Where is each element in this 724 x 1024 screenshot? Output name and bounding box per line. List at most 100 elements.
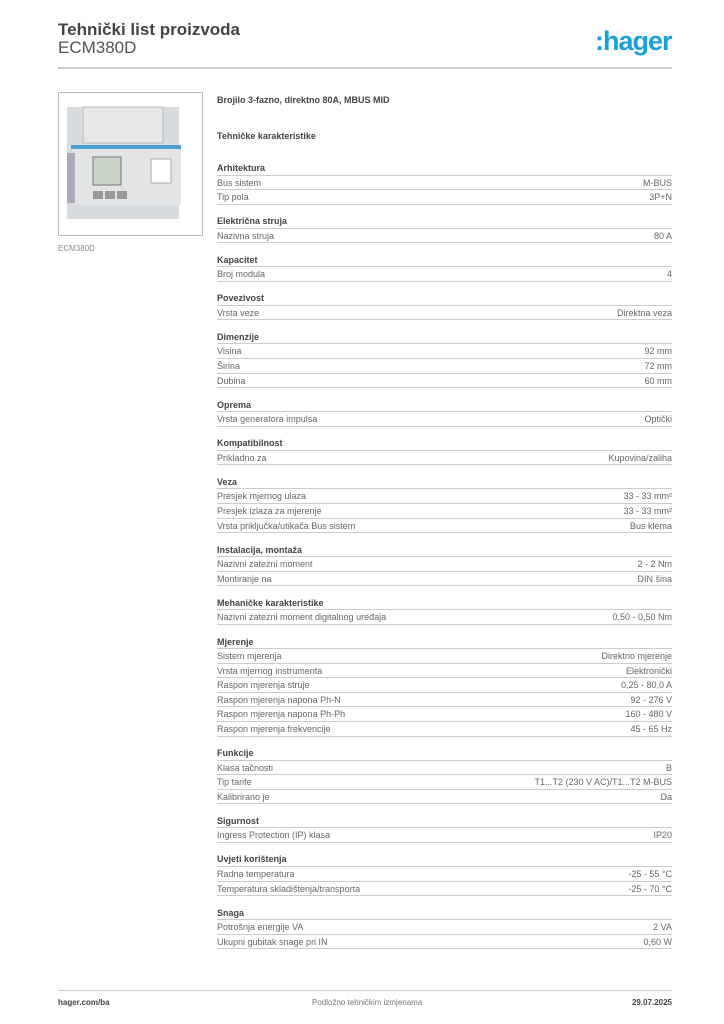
spec-value: 33 - 33 mm²	[623, 506, 672, 517]
spec-label: Presjek mjernog ulaza	[217, 491, 307, 502]
spec-row: Ukupni gubitak snage pri IN 0,60 W	[217, 935, 672, 950]
spec-value: IP20	[653, 830, 672, 841]
spec-label: Potrošnja energije VA	[217, 922, 304, 933]
spec-heading: Tehničke karakteristike	[217, 131, 316, 141]
spec-value: Da	[660, 791, 672, 802]
spec-content: Brojilo 3-fazno, direktno 80A, MBUS MID …	[217, 95, 672, 959]
spec-label: Radna temperatura	[217, 868, 295, 879]
spec-label: Dubina	[217, 375, 246, 386]
spec-label: Nazivni zatezni moment digitalnog uređaj…	[217, 612, 387, 623]
spec-value: 80 A	[653, 230, 672, 241]
spec-label: Ukupni gubitak snage pri IN	[217, 936, 328, 947]
section-title: Uvjeti korištenja	[217, 852, 672, 867]
spec-row: Ingress Protection (IP) klasa IP20	[217, 828, 672, 843]
spec-value: 3P+N	[649, 192, 672, 203]
spec-label: Ingress Protection (IP) klasa	[217, 830, 331, 841]
section-title: Dimenzije	[217, 330, 672, 345]
section-title: Funkcije	[217, 746, 672, 761]
spec-value: 92 - 276 V	[630, 694, 672, 705]
spec-row: Vrsta generatora impulsa Optički	[217, 412, 672, 427]
spec-value: 0,60 W	[643, 936, 672, 947]
spec-row: Radna temperatura -25 - 55 °C	[217, 867, 672, 882]
product-code: ECM380D	[58, 38, 137, 57]
footer-date: 29.07.2025	[631, 998, 672, 1007]
spec-value: M-BUS	[643, 177, 672, 188]
page-title: Tehnički list proizvoda	[58, 20, 240, 39]
spec-row: Temperatura skladištenja/transporta-25 -…	[217, 882, 672, 897]
spec-value: 60 mm	[644, 375, 672, 386]
spec-row: Raspon mjerenja napona Ph-N 92 - 276 V	[217, 693, 672, 708]
spec-value: Direktna veza	[616, 307, 672, 318]
spec-row: Presjek mjernog ulaza 33 - 33 mm²	[217, 489, 672, 505]
spec-row: Presjek izlaza za mjerenje 33 - 33 mm²	[217, 504, 672, 519]
section-title: Kompatibilnost	[217, 436, 672, 451]
hager-logo: :hager	[595, 26, 673, 56]
footer-note: Podložno tehničkim izmjenama	[312, 998, 423, 1007]
spec-label: Raspon mjerenja struje	[217, 680, 310, 691]
spec-row: Kalibrirano je Da	[217, 790, 672, 805]
spec-label: Broj modula	[217, 269, 266, 280]
spec-label: Bus sistem	[217, 177, 262, 188]
spec-label: Vrsta generatora impulsa	[217, 414, 318, 425]
spec-row: Nazivni zatezni moment 2 - 2 Nm	[217, 557, 672, 572]
spec-row: Sistem mjerenja Direktno mjerenje	[217, 649, 672, 664]
spec-label: Prikladno za	[217, 452, 267, 463]
spec-row: Vrsta priključka/utikača Bus sistem Bus k…	[217, 519, 672, 534]
spec-label: Visina	[217, 346, 242, 357]
spec-row: Tip pola 3P+N	[217, 190, 672, 205]
spec-value: 2 - 2 Nm	[637, 559, 672, 570]
product-description: Brojilo 3-fazno, direktno 80A, MBUS MID	[217, 95, 390, 105]
spec-value: 92 mm	[644, 346, 672, 357]
spec-row: Vrsta veze Direktna veza	[217, 306, 672, 321]
footer-divider	[58, 990, 672, 991]
section-title: Veza	[217, 475, 672, 490]
spec-label: Sistem mjerenja	[217, 651, 282, 661]
image-caption: ECM380D	[58, 244, 95, 253]
spec-row: Bus sistem M-BUS	[217, 176, 672, 191]
spec-value: T1...T2 (230 V AC)/T1...T2 M-BUS	[534, 777, 672, 788]
spec-value: Elektronički	[625, 665, 672, 676]
spec-label: Vrsta priključka/utikača Bus sistem	[217, 520, 356, 531]
spec-label: Širina	[217, 361, 241, 372]
spec-row: Dubina 60 mm	[217, 374, 672, 389]
footer-website: hager.com/ba	[58, 998, 110, 1007]
section-title: Kapacitet	[217, 253, 672, 268]
spec-label: Vrsta veze	[217, 307, 260, 318]
spec-value: Direktno mjerenje	[601, 651, 672, 661]
spec-label: Presjek izlaza za mjerenje	[217, 506, 322, 517]
section-title: Električna struja	[217, 214, 672, 229]
spec-value: 33 - 33 mm²	[623, 491, 672, 502]
spec-value: -25 - 55 °C	[628, 868, 672, 879]
spec-label: Kalibrirano je	[217, 791, 270, 802]
spec-value: -25 - 70 °C	[628, 883, 672, 894]
spec-value: Optički	[644, 414, 672, 425]
spec-label: Tip pola	[217, 192, 249, 203]
spec-label: Raspon mjerenja napona Ph-N	[217, 694, 341, 705]
section-title: Snaga	[217, 906, 672, 921]
spec-row: Visina 92 mm	[217, 344, 672, 360]
spec-label: Nazivni zatezni moment	[217, 559, 313, 570]
spec-value: DIN šina	[637, 573, 672, 584]
spec-label: Raspon mjerenja napona Ph-Ph	[217, 709, 346, 720]
section-title: Mehaničke karakteristike	[217, 596, 672, 611]
spec-label: Klasa tačnosti	[217, 762, 274, 773]
spec-value: Bus klema	[629, 520, 672, 531]
section-title: Sigurnost	[217, 814, 672, 829]
